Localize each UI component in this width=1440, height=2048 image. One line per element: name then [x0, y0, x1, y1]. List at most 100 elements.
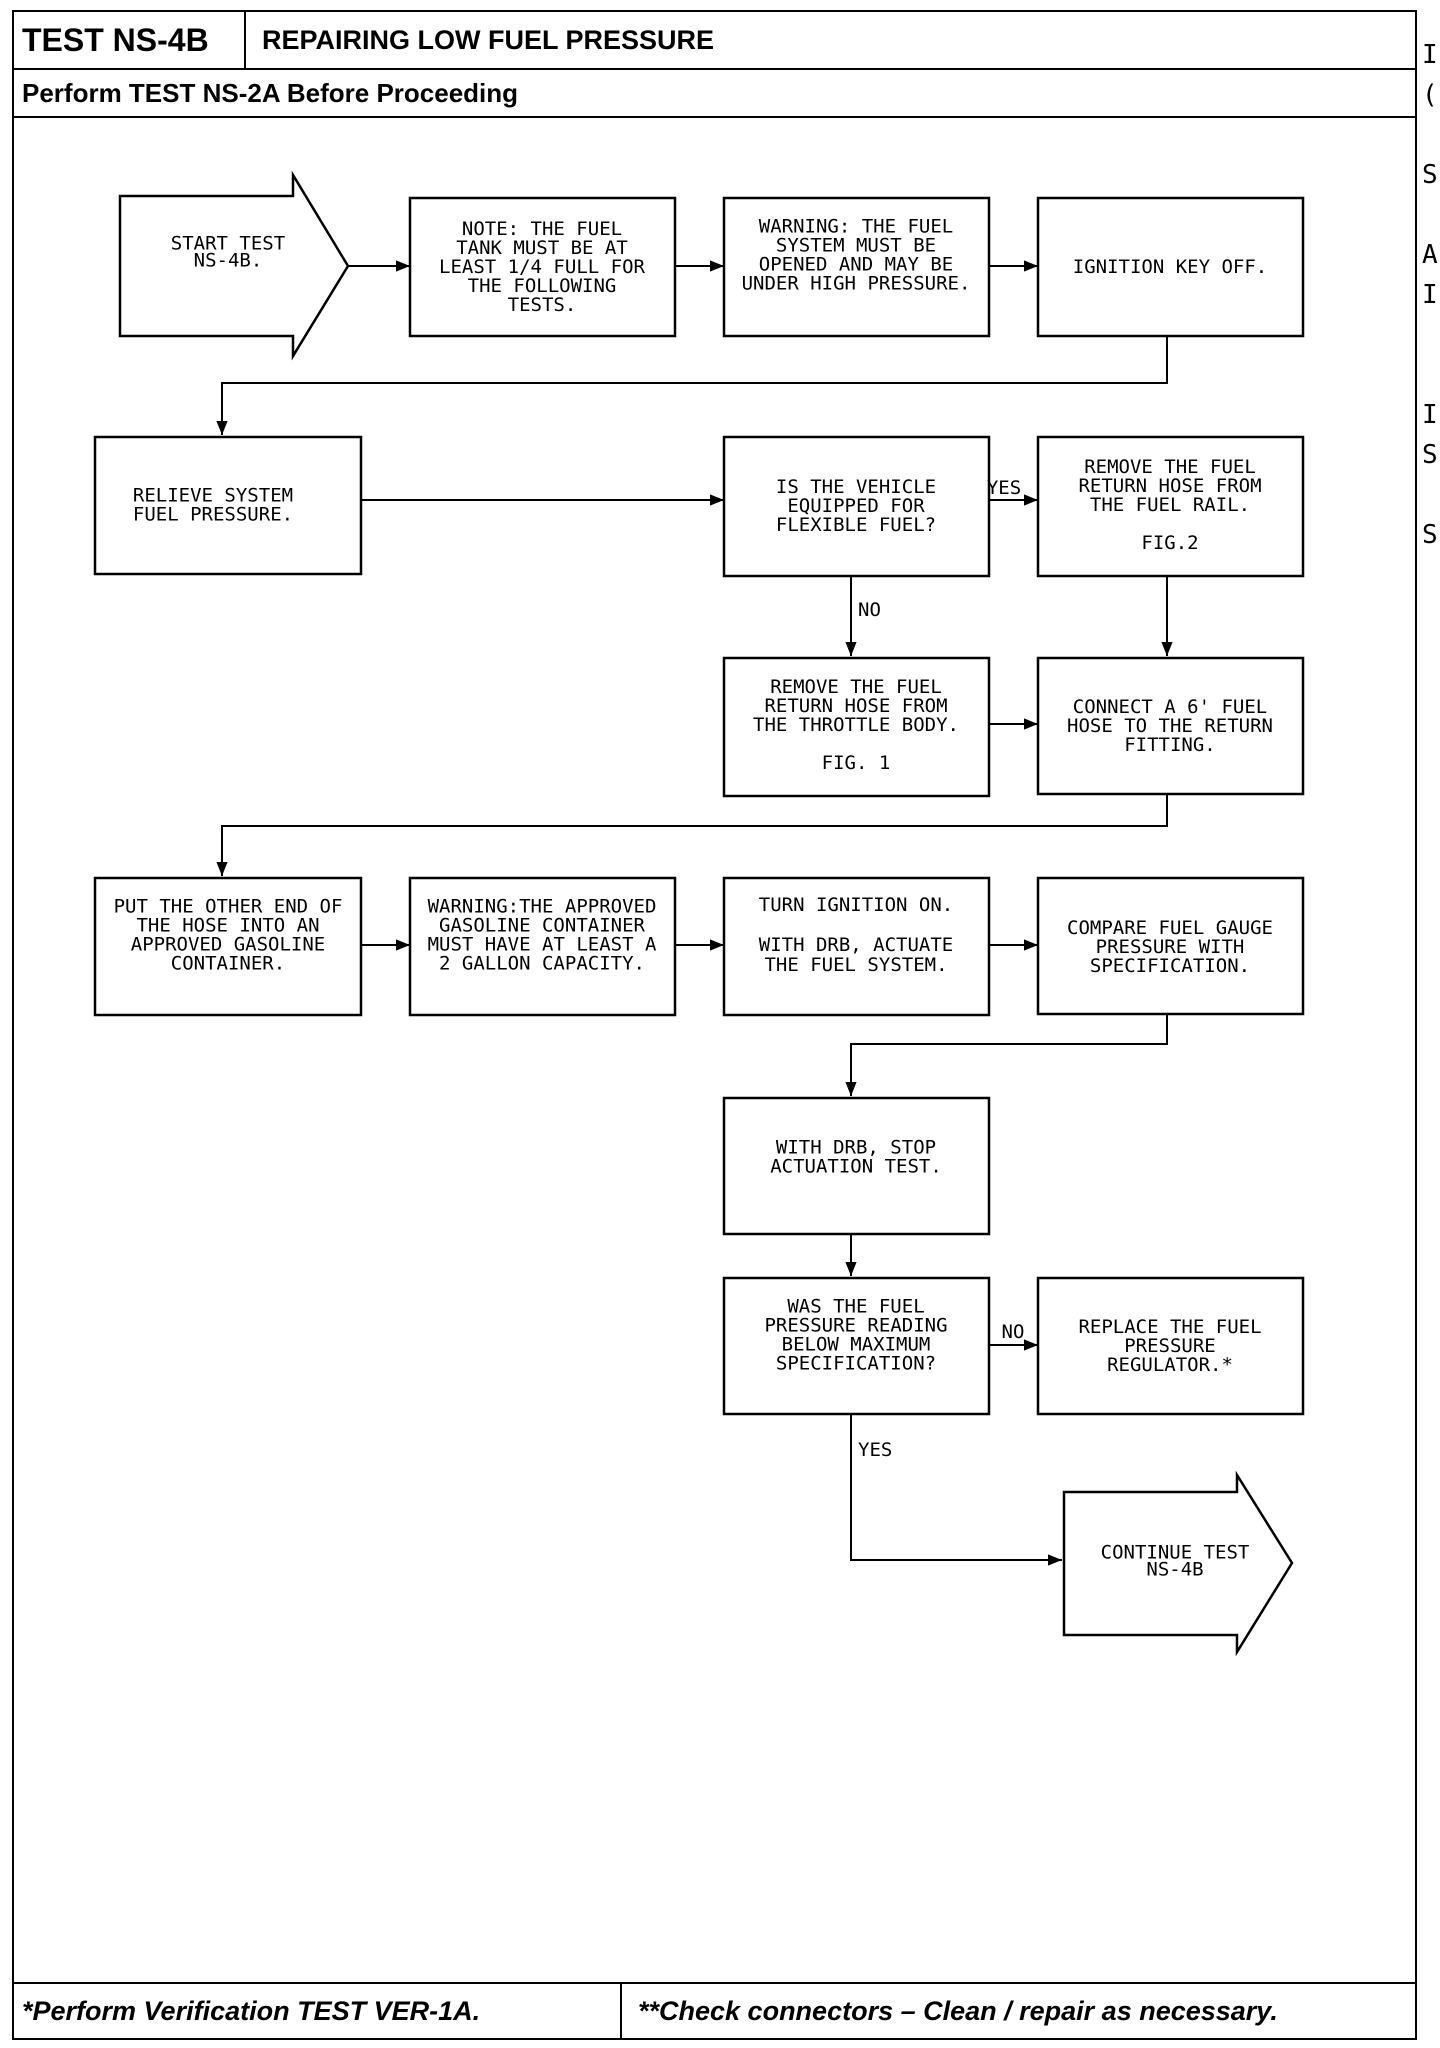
- connector-ignition-to-relieve: [216, 337, 1168, 435]
- footer: *Perform Verification TEST VER-1A. **Che…: [14, 1982, 1415, 2038]
- box-text-line: WARNING:THE APPROVED: [428, 896, 657, 918]
- box-text-line: THE HOSE INTO AN: [136, 915, 319, 937]
- box-text-line: THE THROTTLE BODY.: [753, 714, 959, 736]
- continue-arrow-shape: [1062, 1470, 1294, 1657]
- box-text-line: TURN IGNITION ON.: [759, 894, 953, 916]
- box-text-line: ACTUATION TEST.: [770, 1156, 942, 1178]
- box-text-line: EQUIPPED FOR: [787, 495, 925, 517]
- box-text-line: TANK MUST BE AT: [456, 237, 628, 259]
- margin-mark: (: [1422, 80, 1438, 110]
- box-text-line: UNDER HIGH PRESSURE.: [742, 273, 971, 295]
- pressure-question-box: [722, 1276, 991, 1416]
- box-text-line: REPLACE THE FUEL: [1078, 1316, 1261, 1338]
- connector-pressure-yes: [850, 1414, 1062, 1566]
- margin-mark: S: [1422, 440, 1438, 470]
- box-text-line: FUEL PRESSURE.: [133, 504, 293, 526]
- margin-mark: I: [1422, 400, 1438, 430]
- box-text-line: REGULATOR.*: [1107, 1354, 1233, 1376]
- box-text-line: IS THE VEHICLE: [776, 476, 936, 498]
- box-text-line: PRESSURE WITH: [1096, 936, 1245, 958]
- box-text-line: SPECIFICATION.: [1090, 955, 1250, 977]
- ignition-off-box: [1036, 196, 1305, 338]
- margin-mark: I: [1422, 40, 1438, 70]
- box-text-line: RELIEVE SYSTEM: [133, 485, 293, 507]
- remove-hose-rail-box: [1036, 435, 1305, 578]
- box-text-line: WARNING: THE FUEL: [759, 216, 953, 238]
- box-text-line: PUT THE OTHER END OF: [114, 896, 343, 918]
- margin-mark: S: [1422, 160, 1438, 190]
- box-text-line: 2 GALLON CAPACITY.: [439, 953, 645, 975]
- margin-mark: A: [1422, 240, 1438, 270]
- box-text-line: THE FUEL RAIL.: [1090, 494, 1250, 516]
- warning-container-box: [408, 876, 677, 1017]
- prerequisite-note: Perform TEST NS-2A Before Proceeding: [14, 70, 1415, 118]
- note-fuel-tank-box: [408, 196, 677, 338]
- box-text-line: CONTAINER.: [171, 953, 285, 975]
- margin-mark: I: [1422, 280, 1438, 310]
- box-text-line: START TEST: [171, 233, 285, 255]
- box-text-line: WAS THE FUEL: [787, 1296, 924, 1318]
- box-text-line: MUST HAVE AT LEAST A: [428, 934, 657, 956]
- connect-hose-box: [1036, 656, 1305, 796]
- connector-compare-to-stop: [845, 1014, 1168, 1096]
- box-text-line: TESTS.: [508, 294, 577, 316]
- box-text-line: FIG. 1: [822, 752, 891, 774]
- box-text-line: SYSTEM MUST BE: [776, 235, 936, 257]
- footer-connectors-note: **Check connectors – Clean / repair as n…: [638, 1996, 1278, 2026]
- box-text-line: NS-4B.: [194, 250, 263, 272]
- box-text-line: WITH DRB, STOP: [776, 1137, 936, 1159]
- box-text-line: CONNECT A 6' FUEL: [1073, 696, 1267, 718]
- relieve-pressure-box: [93, 435, 363, 576]
- box-text-line: FIG.2: [1141, 532, 1198, 554]
- test-id: TEST NS-4B: [14, 12, 246, 68]
- label-no-pressure: NO: [1002, 1321, 1025, 1343]
- box-text-line: THE FOLLOWING: [468, 275, 617, 297]
- box-text-line: PRESSURE READING: [764, 1315, 947, 1337]
- box-text-line: REMOVE THE FUEL: [770, 676, 942, 698]
- box-text-line: THE FUEL SYSTEM.: [764, 954, 947, 976]
- footer-verification-note: *Perform Verification TEST VER-1A.: [14, 1984, 622, 2038]
- start-arrow-shape: [118, 170, 350, 361]
- page-title: REPAIRING LOW FUEL PRESSURE: [262, 25, 715, 55]
- box-text-line: COMPARE FUEL GAUGE: [1067, 917, 1273, 939]
- box-text-line: GASOLINE CONTAINER: [439, 915, 645, 937]
- header-row: TEST NS-4B REPAIRING LOW FUEL PRESSURE: [14, 12, 1415, 70]
- replace-regulator-box: [1036, 1276, 1305, 1416]
- page-frame: TEST NS-4B REPAIRING LOW FUEL PRESSURE P…: [12, 10, 1417, 2040]
- put-hose-box: [93, 876, 363, 1017]
- remove-hose-throttle-box: [722, 656, 991, 798]
- box-text-line: OPENED AND MAY BE: [759, 254, 953, 276]
- compare-gauge-box: [1036, 876, 1305, 1016]
- box-text-line: REMOVE THE FUEL: [1084, 456, 1256, 478]
- ignition-off-text: IGNITION KEY OFF.: [1073, 256, 1267, 278]
- box-text-line: NS-4B: [1146, 1559, 1203, 1581]
- box-text-line: APPROVED GASOLINE: [131, 934, 325, 956]
- box-text-line: HOSE TO THE RETURN: [1067, 715, 1273, 737]
- label-yes-flex-fuel: YES: [987, 477, 1021, 499]
- connectors: [216, 260, 1173, 1566]
- box-text-line: FITTING.: [1124, 734, 1216, 756]
- box-text-line: WITH DRB, ACTUATE: [759, 934, 953, 956]
- box-text-line: PRESSURE: [1124, 1335, 1216, 1357]
- box-text-line: RETURN HOSE FROM: [1078, 475, 1261, 497]
- box-text-line: SPECIFICATION?: [776, 1353, 936, 1375]
- box-text-line: BELOW MAXIMUM: [782, 1334, 931, 1356]
- box-text-line: IGNITION KEY OFF.: [1073, 256, 1267, 278]
- box-text-line: NOTE: THE FUEL: [462, 218, 622, 240]
